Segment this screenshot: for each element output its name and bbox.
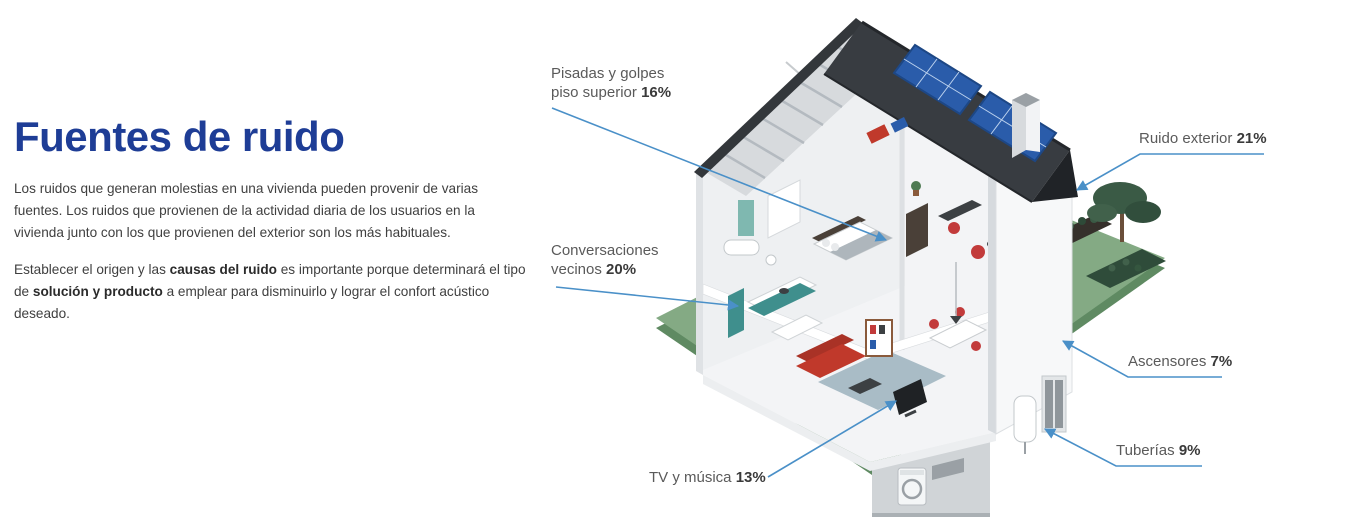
callout-conversaciones-pct: 20% xyxy=(606,261,637,278)
armchair xyxy=(971,245,985,259)
callout-line-ruido-exterior xyxy=(1076,153,1264,191)
bathtub xyxy=(723,239,760,256)
island xyxy=(770,314,824,341)
callout-line-tuberias xyxy=(1044,428,1202,467)
callout-ascensores-pct: 7% xyxy=(1210,353,1233,370)
shower xyxy=(738,200,754,236)
dining-chair xyxy=(971,341,981,351)
roof-slope xyxy=(824,22,1070,202)
callout-lines xyxy=(551,107,1264,478)
callout-line-tv xyxy=(767,400,897,478)
intro-paragraph-1: Los ruidos que generan molestias en una … xyxy=(14,181,478,240)
callout-line-ascensores xyxy=(1062,340,1222,378)
callout-tuberias: Tuberías 9% xyxy=(1116,442,1201,459)
callout-ruido-exterior: Ruido exterior 21% xyxy=(1139,130,1267,147)
callout-ascensores: Ascensores 7% xyxy=(1128,353,1233,370)
garden-bed xyxy=(1086,249,1166,288)
plant xyxy=(911,181,921,191)
chimney xyxy=(1012,93,1040,158)
page-title: Fuentes de ruido xyxy=(14,113,345,160)
callout-pisadas: Pisadas y golpes piso superior 16% xyxy=(551,65,672,101)
hvac-unit-blue xyxy=(890,116,909,133)
pendant-lamp xyxy=(950,316,962,324)
wardrobe xyxy=(906,203,928,257)
cooktop xyxy=(779,288,789,294)
coffee-table xyxy=(848,378,882,394)
callout-line-conversaciones xyxy=(555,286,740,311)
intro-paragraph-2: Establecer el origen y las causas del ru… xyxy=(14,262,526,321)
gable xyxy=(1032,150,1078,202)
fridge xyxy=(728,288,744,338)
furniture-upper xyxy=(723,181,993,266)
roof-fascia xyxy=(694,18,864,178)
desk xyxy=(938,200,982,221)
dining-chair xyxy=(955,307,965,317)
desk-chair xyxy=(948,222,960,234)
callout-pisadas-pct: 16% xyxy=(641,84,672,101)
callout-conversaciones: Conversaciones vecinos 20% xyxy=(551,242,659,278)
bed-headboard xyxy=(812,216,866,242)
callout-tv-pct: 13% xyxy=(735,469,766,486)
window xyxy=(767,179,801,239)
intro-section: Fuentes de ruido Los ruidos que generan … xyxy=(14,116,526,341)
kitchen-cabinets xyxy=(748,283,816,316)
tower xyxy=(988,168,1073,454)
garden xyxy=(1046,182,1166,288)
toilet xyxy=(765,254,777,266)
basement xyxy=(872,438,990,517)
tv xyxy=(893,379,927,415)
callout-ruido-exterior-pct: 21% xyxy=(1236,130,1267,147)
callout-tuberias-pct: 9% xyxy=(1178,442,1201,459)
rug xyxy=(818,350,946,410)
dining-chair xyxy=(929,319,939,329)
basement-counter xyxy=(932,458,964,480)
callout-line-pisadas xyxy=(551,107,888,242)
furniture-ground xyxy=(728,262,988,418)
callout-tv: TV y música 13% xyxy=(649,469,766,486)
water-heater xyxy=(1013,395,1037,443)
sofa-back xyxy=(796,334,854,362)
hvac-unit-red xyxy=(866,124,890,144)
sofa xyxy=(796,344,866,378)
dining-table xyxy=(928,319,988,349)
